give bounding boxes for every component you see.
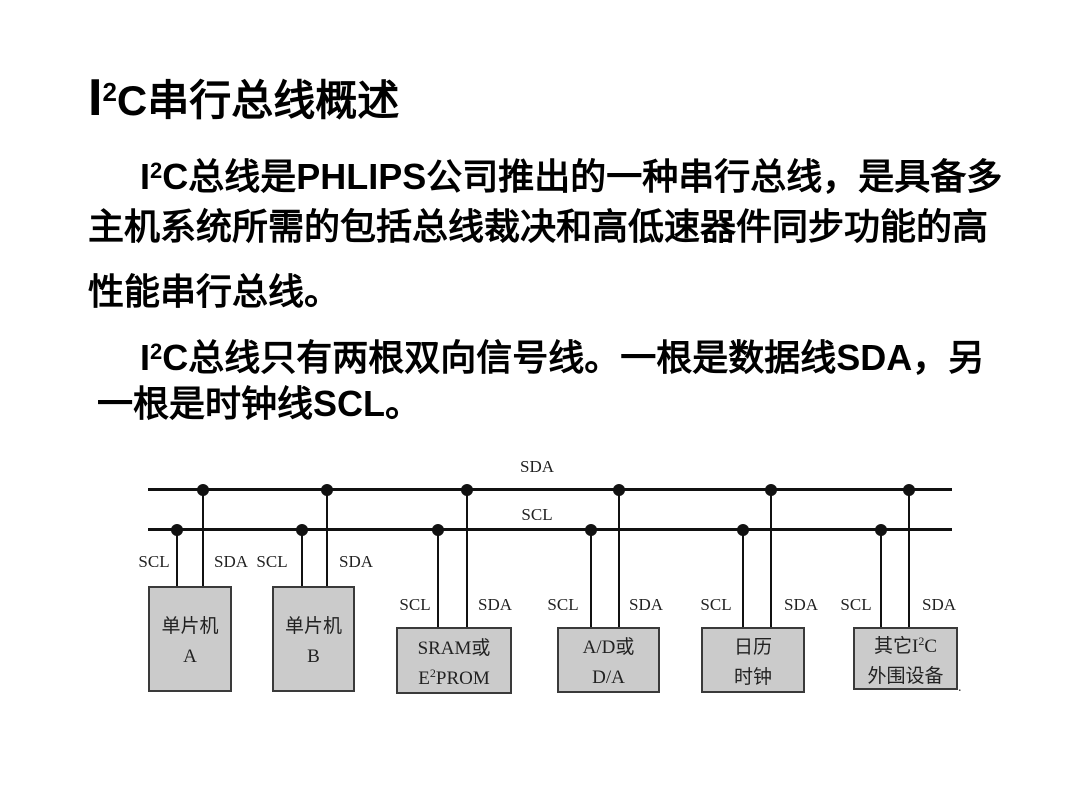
scl-junction-dot: [737, 524, 749, 536]
scl-junction-dot: [171, 524, 183, 536]
device-scl-label: SCL: [700, 595, 732, 614]
device-name-line1: 其它I2C: [873, 633, 937, 657]
device-box: 单片机 B: [272, 586, 355, 692]
sda-junction-dot: [903, 484, 915, 496]
title-post: C串行总线概述: [116, 77, 400, 124]
device-sda-label: SDA: [628, 595, 663, 614]
device-name-line1: 日历: [733, 637, 772, 658]
device-scl-wire: [590, 529, 592, 627]
device-scl-label: SCL: [256, 552, 288, 571]
device-name-line2: B: [307, 646, 320, 667]
sda-junction-dot: [321, 484, 333, 496]
title-superscript: 2: [102, 77, 117, 107]
title-pre: I: [88, 69, 103, 127]
body-line-5: 一根是时钟线SCL。: [97, 383, 422, 424]
device-name-line2: E2PROM: [418, 665, 490, 689]
device-scl-label: SCL: [138, 552, 170, 571]
device-name-line2: D/A: [592, 667, 625, 688]
device-name-line2: A: [183, 646, 197, 667]
body-line-2: 主机系统所需的包括总线裁决和高低速器件同步功能的高: [88, 206, 989, 247]
device-sda-label: SDA: [921, 595, 956, 614]
scl-bus-line: [148, 528, 952, 531]
device-name-line1: 单片机: [161, 616, 219, 637]
device-scl-wire: [742, 529, 744, 627]
device-scl-label: SCL: [547, 595, 579, 614]
device-scl-label: SCL: [840, 595, 872, 614]
device-scl-wire: [301, 529, 303, 586]
device-box: A/D或 D/A: [557, 627, 660, 693]
footnote-period: .: [958, 680, 962, 695]
sda-junction-dot: [461, 484, 473, 496]
device-name-line1: A/D或: [582, 637, 635, 658]
device-scl-wire: [176, 529, 178, 586]
device-sda-wire: [466, 489, 468, 627]
device-name-line2: 时钟: [733, 667, 772, 688]
device-sda-label: SDA: [783, 595, 818, 614]
device-scl-label: SCL: [399, 595, 431, 614]
page-title: I2C串行总线概述: [88, 69, 400, 127]
device-sda-label: SDA: [338, 552, 373, 571]
sda-junction-dot: [613, 484, 625, 496]
device-box: 日历 时钟: [701, 627, 805, 693]
device-name-line1: 单片机: [284, 616, 342, 637]
sda-junction-dot: [197, 484, 209, 496]
device-sda-label: SDA: [213, 552, 248, 571]
device-name-line2: 外围设备: [867, 665, 944, 687]
device-sda-wire: [908, 489, 910, 627]
scl-junction-dot: [875, 524, 887, 536]
device-sda-wire: [618, 489, 620, 627]
body-line-1: I2C总线是PHLIPS公司推出的一种串行总线，是具备多: [140, 156, 1003, 197]
scl-junction-dot: [296, 524, 308, 536]
sda-bus-line: [148, 488, 952, 491]
device-sda-wire: [770, 489, 772, 627]
device-box: 单片机 A: [148, 586, 232, 692]
body-line-3: 性能串行总线。: [88, 271, 341, 312]
device-box: 其它I2C 外围设备: [853, 627, 958, 690]
sda-junction-dot: [765, 484, 777, 496]
scl-junction-dot: [585, 524, 597, 536]
scl-bus-label: SCL: [521, 505, 553, 524]
device-sda-wire: [326, 489, 328, 586]
device-sda-label: SDA: [477, 595, 512, 614]
scl-junction-dot: [432, 524, 444, 536]
device-scl-wire: [437, 529, 439, 627]
device-scl-wire: [880, 529, 882, 627]
sda-bus-label: SDA: [519, 457, 554, 476]
device-box: SRAM或 E2PROM: [396, 627, 512, 694]
body-line-4: I2C总线只有两根双向信号线。一根是数据线SDA，另: [140, 337, 985, 378]
device-sda-wire: [202, 489, 204, 586]
device-name-line1: SRAM或: [417, 637, 491, 659]
